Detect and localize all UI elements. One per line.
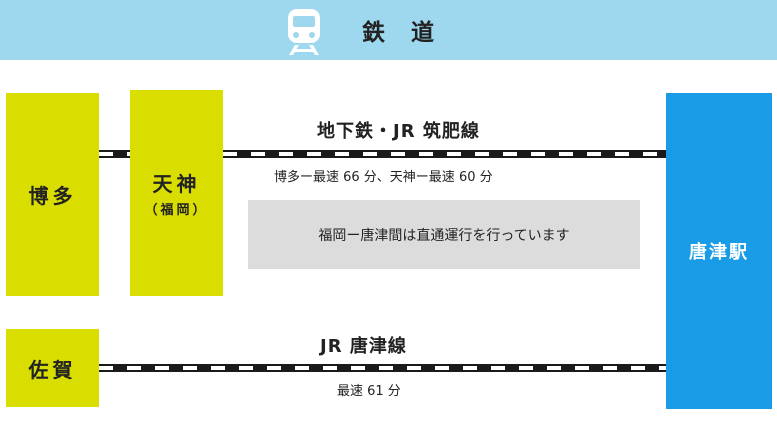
line-time-karatsu: 最速 61 分 — [337, 384, 401, 399]
station-tenjin: 天神 （福岡） — [130, 90, 223, 296]
through-service-note-text: 福岡ー唐津間は直通運行を行っています — [318, 227, 570, 244]
line-name-karatsu: JR 唐津線 — [320, 336, 407, 357]
station-saga: 佐賀 — [6, 329, 99, 407]
through-service-note: 福岡ー唐津間は直通運行を行っています — [248, 200, 640, 269]
station-karatsu-label: 唐津駅 — [689, 242, 749, 263]
line-name-chikuhi: 地下鉄・JR 筑肥線 — [317, 121, 480, 142]
station-saga-label: 佐賀 — [28, 357, 77, 382]
station-hakata-label: 博多 — [28, 184, 77, 208]
station-karatsu: 唐津駅 — [666, 93, 772, 409]
station-hakata: 博多 — [6, 93, 99, 296]
train-icon — [288, 9, 320, 55]
station-tenjin-sublabel: （福岡） — [144, 203, 209, 218]
header-title: 鉄 道 — [362, 20, 444, 46]
station-tenjin-label: 天神 — [152, 172, 201, 196]
header-banner: 鉄 道 — [0, 0, 777, 60]
rail-karatsu-line — [99, 364, 666, 372]
line-time-chikuhi: 博多ー最速 66 分、天神ー最速 60 分 — [274, 170, 493, 185]
rail-chikuhi-line — [223, 150, 666, 158]
rail-hakata-tenjin — [99, 150, 130, 158]
